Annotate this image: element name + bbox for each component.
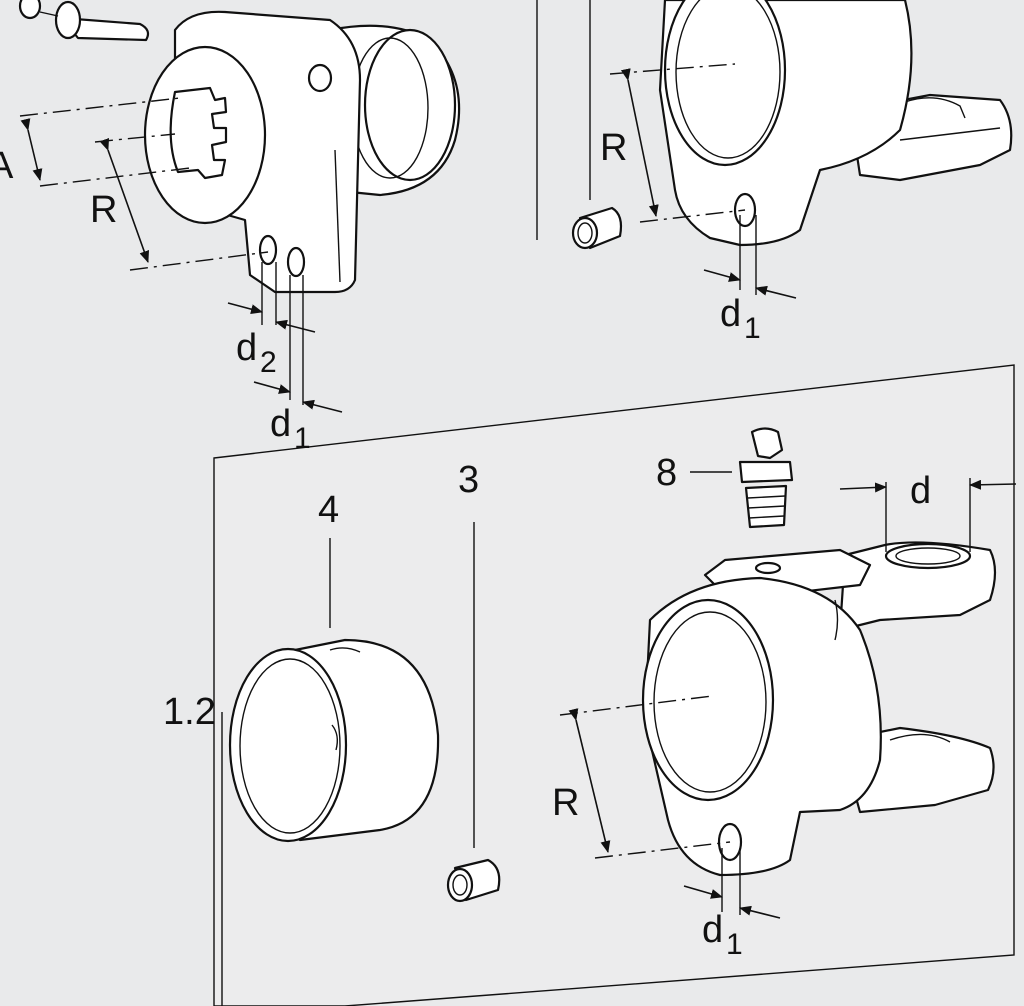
top-left-yoke [18, 0, 461, 294]
roll-pin-part-3 [446, 858, 501, 903]
bushing-part-4 [228, 638, 440, 843]
top-right-yoke [571, 0, 1013, 250]
label-R-top-right: R [600, 127, 627, 169]
bottom-right-yoke [641, 541, 997, 877]
label-d1-top-right-base: d [720, 293, 741, 335]
clamp-bolt [18, 0, 150, 42]
label-part-8: 8 [656, 452, 677, 494]
lower-panel [213, 364, 1015, 1006]
label-d1-top-left-sub: 1 [294, 422, 311, 455]
bottom-right-dimensions [559, 478, 1017, 919]
grease-nipple-part-8 [738, 427, 794, 529]
label-part-3: 3 [458, 459, 479, 501]
label-A: A [0, 145, 14, 187]
label-d1-bottom-base: d [702, 909, 723, 951]
label-d1-top-right-sub: 1 [744, 312, 761, 345]
label-R-bottom: R [552, 782, 579, 824]
top-right-dimensions [609, 63, 797, 299]
label-d2-base: d [236, 327, 257, 369]
label-d1-bottom-sub: 1 [726, 928, 743, 961]
label-part-1-2: 1.2 [163, 691, 216, 733]
roll-pin-top [571, 206, 623, 250]
label-d: d [910, 470, 931, 512]
top-left-dimensions [19, 97, 343, 413]
label-d1-top-left-base: d [270, 403, 291, 445]
label-R-top-left: R [90, 189, 117, 231]
label-part-4: 4 [318, 489, 339, 531]
label-d2-sub: 2 [260, 346, 277, 379]
